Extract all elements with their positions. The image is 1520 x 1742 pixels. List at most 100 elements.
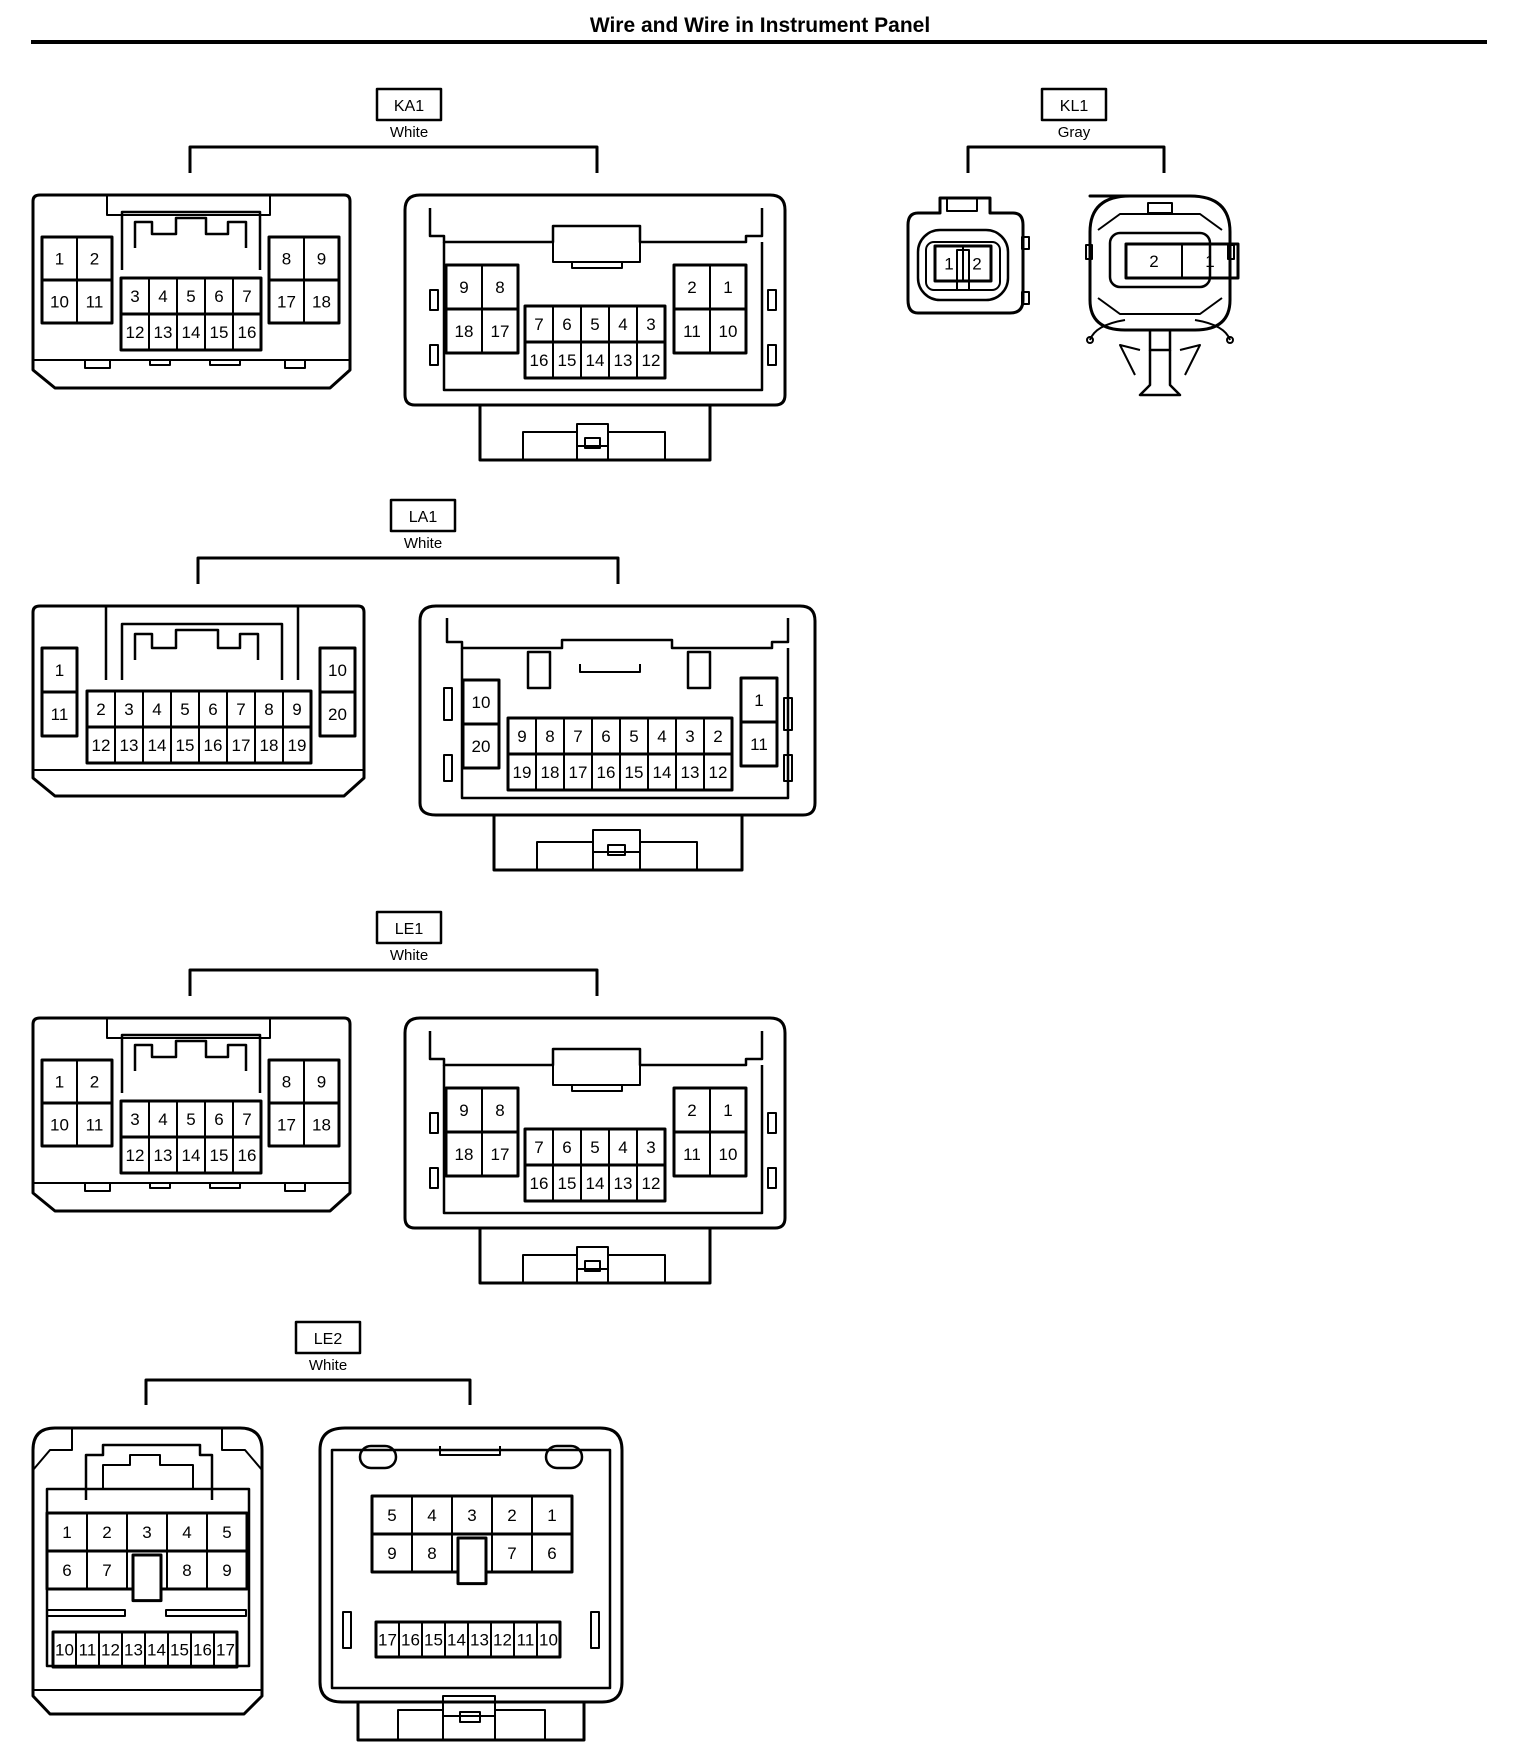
pin-number: 14 [586,1174,605,1193]
connector-le2: LE2 White [31,1320,624,1742]
pin-number: 1 [723,278,732,297]
pin-number: 5 [222,1523,231,1542]
pin-number: 18 [260,736,279,755]
pin-number: 2 [90,250,99,269]
pin-number: 6 [562,1138,571,1157]
pin-number: 9 [459,278,468,297]
pin-number: 3 [130,287,139,306]
connector-le1-female-housing [403,1016,787,1285]
pin-number: 9 [317,1073,326,1092]
pin-number: 9 [517,727,526,746]
title-rule [31,40,1487,44]
pin-number: 16 [597,763,616,782]
connector-le1: LE1 White [31,910,787,1285]
pin-number: 15 [558,351,577,370]
pin-cell [462,723,500,769]
pin-cell [282,726,312,764]
pin-number: 8 [282,1073,291,1092]
pin-number: 14 [653,763,672,782]
pin-number: 2 [96,700,105,719]
pin-cell [411,1533,453,1573]
pin-number: 8 [282,250,291,269]
pin-number: 1 [944,255,953,274]
pin-cell [481,1131,519,1177]
pin-cell [76,1102,113,1147]
pin-number: 8 [495,1101,504,1120]
pin-number: 2 [1149,252,1158,271]
pin-number: 7 [242,287,251,306]
pin-number: 20 [472,737,491,756]
pin-number: 2 [713,727,722,746]
pin-number: 15 [625,763,644,782]
connector-ka1: KA1 White [31,87,787,462]
pin-number: 1 [62,1523,71,1542]
pin-number: 10 [50,293,69,312]
pin-number: 3 [685,727,694,746]
pin-number: 12 [101,1641,120,1660]
pin-cell [206,1550,248,1590]
pin-number: 7 [573,727,582,746]
pin-number: 14 [586,351,605,370]
pin-number: 18 [312,293,331,312]
pin-number: 17 [491,1145,510,1164]
pin-number: 4 [158,1110,167,1129]
pin-cell [303,1102,340,1147]
pin-number: 13 [124,1641,143,1660]
pin-number: 1 [1205,252,1214,271]
pin-number: 10 [55,1641,74,1660]
pin-number: 1 [55,250,64,269]
pin-number: 7 [102,1561,111,1580]
pin-cell [531,1533,573,1573]
pin-number: 12 [126,1146,145,1165]
pin-number: 4 [182,1523,191,1542]
connector-kl1-color: Gray [1058,124,1091,141]
pin-number: 1 [55,1073,64,1092]
pin-number: 4 [152,700,161,719]
pin-number: 5 [387,1506,396,1525]
pin-number: 15 [210,323,229,342]
pin-number: 7 [242,1110,251,1129]
pin-number: 2 [90,1073,99,1092]
pin-number: 9 [222,1561,231,1580]
pin-number: 3 [467,1506,476,1525]
pin-number: 17 [277,1116,296,1135]
pin-number: 9 [292,700,301,719]
pin-number: 11 [683,322,701,341]
pin-number: 18 [455,322,474,341]
pin-number: 2 [972,255,981,274]
pin-number: 9 [459,1101,468,1120]
pin-number: 1 [547,1506,556,1525]
pin-number: 17 [216,1641,235,1660]
pin-number: 10 [719,322,738,341]
pin-number: 1 [723,1101,732,1120]
pin-number: 13 [154,1146,173,1165]
connector-kl1: KL1 Gray [906,87,1240,397]
pin-number: 18 [455,1145,474,1164]
pin-number: 4 [657,727,666,746]
connector-kl1-female-housing [1085,194,1235,397]
pin-number: 14 [447,1631,466,1650]
connector-le2-label-box [294,1320,362,1355]
pin-number: 13 [614,351,633,370]
connector-le2-color: White [309,1357,347,1374]
pin-number: 12 [709,763,728,782]
pin-number: 7 [507,1544,516,1563]
pin-number: 7 [236,700,245,719]
pin-cell [41,691,78,737]
pin-number: 13 [681,763,700,782]
pin-number: 11 [517,1631,535,1650]
connector-ka1-bracket [188,145,599,173]
pin-number: 8 [182,1561,191,1580]
pin-number: 15 [170,1641,189,1660]
blank-cavity [131,1553,163,1603]
pin-number: 3 [142,1523,151,1542]
pin-number: 6 [562,315,571,334]
pin-number: 5 [180,700,189,719]
connector-le2-bracket [144,1378,472,1405]
